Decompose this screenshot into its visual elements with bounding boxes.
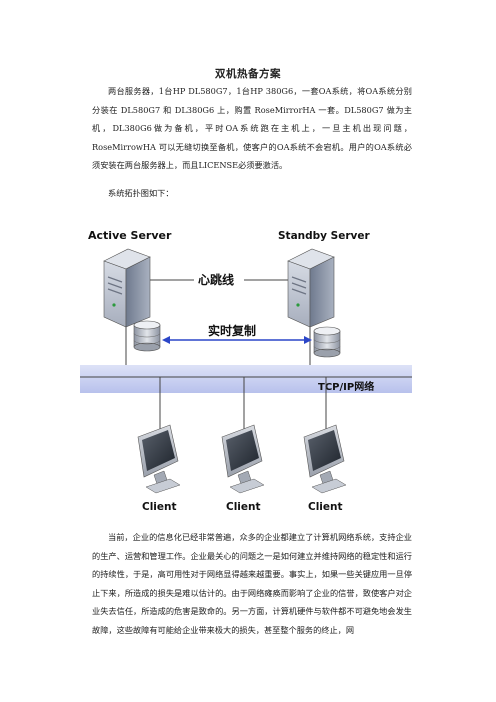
network-band	[80, 365, 412, 393]
replication-arrow	[162, 336, 312, 344]
replication-label: 实时复制	[208, 323, 256, 338]
intro-paragraph: 两台服务器，1台HP DL580G7，1台HP 380G6，一套OA系统，将OA…	[92, 86, 412, 171]
topology-caption: 系统拓扑图如下：	[108, 188, 174, 198]
client-label: Client	[142, 501, 177, 513]
active-database-icon	[133, 320, 161, 352]
heartbeat-label: 心跳线	[198, 272, 234, 287]
client-monitor-icon	[221, 424, 265, 494]
active-server-label: Active Server	[88, 229, 172, 242]
active-server-icon	[103, 248, 151, 328]
standby-server-label: Standby Server	[278, 230, 371, 242]
heartbeat-label-bg	[194, 269, 244, 289]
network-label: TCP/IP网络	[318, 380, 374, 393]
standby-database-icon	[313, 326, 341, 358]
client-label: Client	[226, 501, 261, 513]
standby-server-icon	[287, 248, 335, 328]
topology-diagram: Active Server Standby Server 心跳线	[80, 229, 412, 513]
document-title: 双机热备方案	[215, 68, 281, 80]
client-monitor-icon	[137, 424, 181, 494]
client-label: Client	[308, 501, 343, 513]
body-paragraph: 当前，企业的信息化已经非常普遍，众多的企业都建立了计算机网络系统，支持企业的生产…	[92, 532, 412, 635]
client-monitor-icon	[303, 424, 347, 494]
